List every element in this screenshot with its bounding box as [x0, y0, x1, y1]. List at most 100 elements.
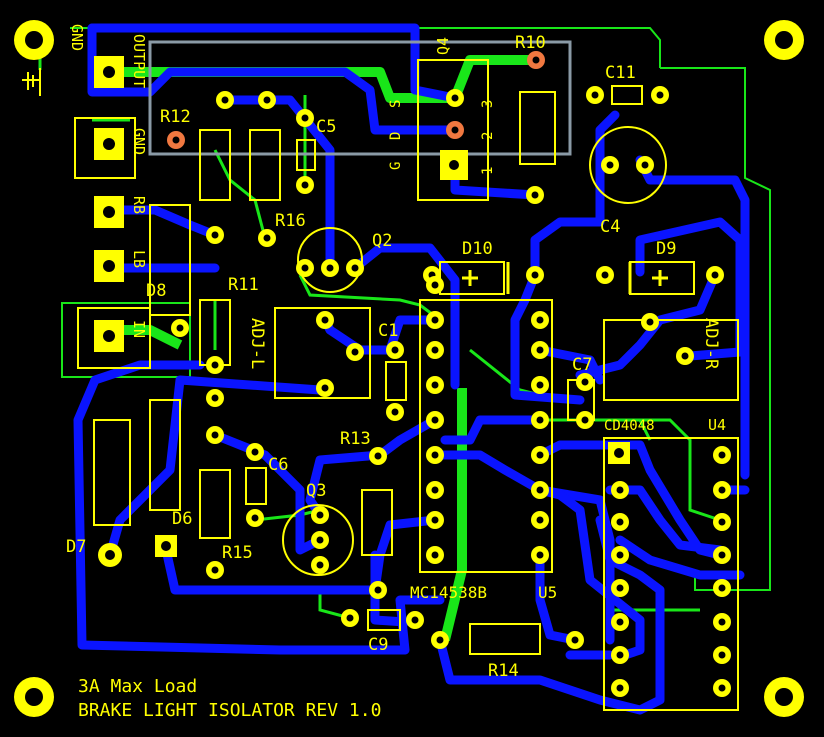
- gnd-label: GND: [130, 128, 148, 155]
- rb-label: RB: [130, 196, 148, 214]
- pad-hole: [431, 516, 439, 524]
- pad-hole: [451, 94, 459, 102]
- pad-hole: [321, 384, 329, 392]
- connector-pads: [94, 56, 630, 557]
- pad-hole: [616, 618, 624, 626]
- pad-hole: [646, 318, 654, 326]
- pad-hole: [616, 551, 624, 559]
- pad-hole: [391, 346, 399, 354]
- c6-label: C6: [268, 455, 288, 475]
- q4-pin-s: S: [388, 100, 404, 108]
- pad-hole: [431, 486, 439, 494]
- pad-hole: [351, 348, 359, 356]
- adj-l-label: ADJ-L: [247, 318, 267, 369]
- pad-hole: [316, 511, 324, 519]
- pad-hole: [711, 271, 719, 279]
- adj-r-label: ADJ-R: [701, 318, 721, 370]
- ground-symbol: [22, 68, 41, 96]
- silkscreen-text: GND OUTPUT GND RB LB IN Q4 R10 C11 R12 C…: [66, 24, 726, 721]
- d6-label: D6: [172, 509, 192, 529]
- pad-hole: [251, 514, 259, 522]
- pad-hole: [391, 408, 399, 416]
- pad-hole: [531, 271, 539, 279]
- r10-label: R10: [515, 33, 546, 53]
- pad-hole: [536, 451, 544, 459]
- pad-hole: [536, 486, 544, 494]
- in-label: IN: [130, 320, 148, 338]
- pad-hole: [374, 586, 382, 594]
- pad-hole: [531, 191, 539, 199]
- pad-hole: [718, 684, 726, 692]
- gnd-left-label: GND: [68, 24, 86, 51]
- u4-label: U4: [708, 416, 726, 434]
- pad-hole: [211, 361, 219, 369]
- pad-hole: [316, 561, 324, 569]
- q4-pin-1: 1: [480, 167, 496, 175]
- pad-hole: [326, 264, 334, 272]
- board-title: BRAKE LIGHT ISOLATOR REV 1.0: [78, 700, 381, 721]
- pad-hole: [411, 616, 419, 624]
- pad-hole: [346, 614, 354, 622]
- q4-label: Q4: [434, 37, 452, 55]
- q4-pin-3: 3: [480, 100, 496, 108]
- pad-hole: [211, 231, 219, 239]
- pad-hole: [591, 91, 599, 99]
- pad-hole: [431, 316, 439, 324]
- q4-pin-g: G: [388, 162, 404, 170]
- pad-hole: [536, 316, 544, 324]
- q2-label: Q2: [372, 231, 392, 251]
- r12-label: R12: [160, 107, 191, 127]
- pad-hole: [536, 416, 544, 424]
- pad-hole: [351, 264, 359, 272]
- r11-label: R11: [228, 275, 259, 295]
- u5-part-label: MC14538B: [410, 583, 487, 602]
- pad-hole: [431, 416, 439, 424]
- pad-hole: [316, 536, 324, 544]
- pad-hole: [301, 264, 309, 272]
- silkscreen-outlines: [74, 59, 739, 711]
- pad-hole: [451, 126, 459, 134]
- lb-label: LB: [130, 250, 148, 268]
- pad-hole: [616, 486, 624, 494]
- pad-hole: [718, 584, 726, 592]
- pad-hole: [211, 431, 219, 439]
- pad-hole: [601, 271, 609, 279]
- pad-hole: [581, 378, 589, 386]
- pad-hole: [606, 161, 614, 169]
- pad-hole: [374, 452, 382, 460]
- pad-hole: [616, 651, 624, 659]
- diode-cathode-bars: [462, 262, 668, 294]
- pad-hole: [221, 96, 229, 104]
- pad-hole: [176, 324, 184, 332]
- pad-hole: [536, 346, 544, 354]
- d9-label: D9: [656, 239, 676, 259]
- pad-hole: [536, 551, 544, 559]
- pad-hole: [718, 451, 726, 459]
- d10-label: D10: [462, 239, 493, 259]
- r16-label: R16: [275, 211, 306, 231]
- pad-hole: [571, 636, 579, 644]
- pad-hole: [431, 551, 439, 559]
- pad-hole: [211, 394, 219, 402]
- pad-hole: [718, 551, 726, 559]
- q4-pin-d: D: [388, 132, 404, 140]
- pad-hole: [431, 451, 439, 459]
- pad-hole: [718, 651, 726, 659]
- q3-label: Q3: [306, 481, 326, 501]
- pad-hole: [263, 96, 271, 104]
- c5-label: C5: [316, 117, 336, 137]
- mounting-holes: [14, 20, 804, 717]
- pad-hole: [105, 550, 115, 560]
- pad-hole: [431, 281, 439, 289]
- pad-hole: [263, 234, 271, 242]
- c7-label: C7: [572, 355, 592, 375]
- r13-label: R13: [340, 429, 371, 449]
- through-hole-pads: [98, 51, 731, 697]
- c11-label: C11: [605, 63, 636, 83]
- c4-label: C4: [600, 217, 620, 237]
- r15-label: R15: [222, 543, 253, 563]
- r14-label: R14: [488, 661, 519, 681]
- d8-label: D8: [146, 281, 166, 301]
- pad-hole: [616, 518, 624, 526]
